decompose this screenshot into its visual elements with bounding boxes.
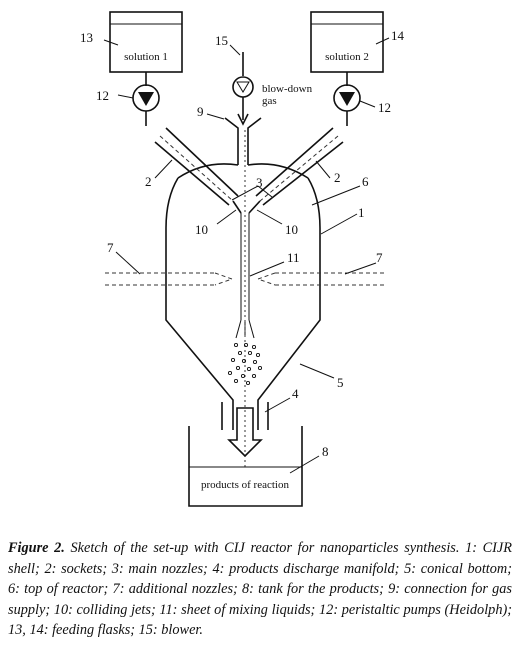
socket-left [154,127,239,206]
feeding-flask-1: solution 1 [109,11,183,73]
callout-11: 11 [287,250,300,265]
particles [227,342,263,386]
callout-5: 5 [337,375,344,390]
callout-4: 4 [292,386,299,401]
callout-1: 1 [358,205,365,220]
feeding-flask-2: solution 2 [310,11,384,73]
figure-caption: Figure 2. Sketch of the set-up with CIJ … [8,538,512,641]
leader-lines [103,37,390,474]
callout-9: 9 [197,104,204,119]
peristaltic-pump-1 [132,84,160,112]
mixing-liquid-sheet [235,213,255,339]
callout-3: 3 [256,175,263,190]
figure-caption-text: Sketch of the set-up with CIJ reactor fo… [8,540,512,638]
socket-right [255,127,344,206]
callout-7-left: 7 [107,240,114,255]
callout-2-right: 2 [334,170,341,185]
figure-label: Figure 2. [8,540,65,556]
callout-2-left: 2 [145,174,152,189]
callout-13: 13 [80,30,93,45]
callout-8: 8 [322,444,329,459]
blower [232,52,254,126]
callout-7-right: 7 [376,250,383,265]
callout-12-left: 12 [96,88,109,103]
tank-label: products of reaction [201,479,289,491]
callout-12-right: 12 [378,100,391,115]
callout-6: 6 [362,174,369,189]
callout-10-left: 10 [195,222,208,237]
discharge-arrow [227,407,263,458]
callout-10-right: 10 [285,222,298,237]
peristaltic-pump-2 [333,84,361,112]
flask-1-label: solution 1 [124,51,168,63]
colliding-jets [232,200,261,214]
callout-15: 15 [215,33,228,48]
callout-14: 14 [391,28,405,43]
gas-connection-pipe [224,117,262,165]
additional-nozzle-left [105,272,234,286]
additional-nozzle-right [256,272,385,286]
flask-2-label: solution 2 [325,51,369,63]
